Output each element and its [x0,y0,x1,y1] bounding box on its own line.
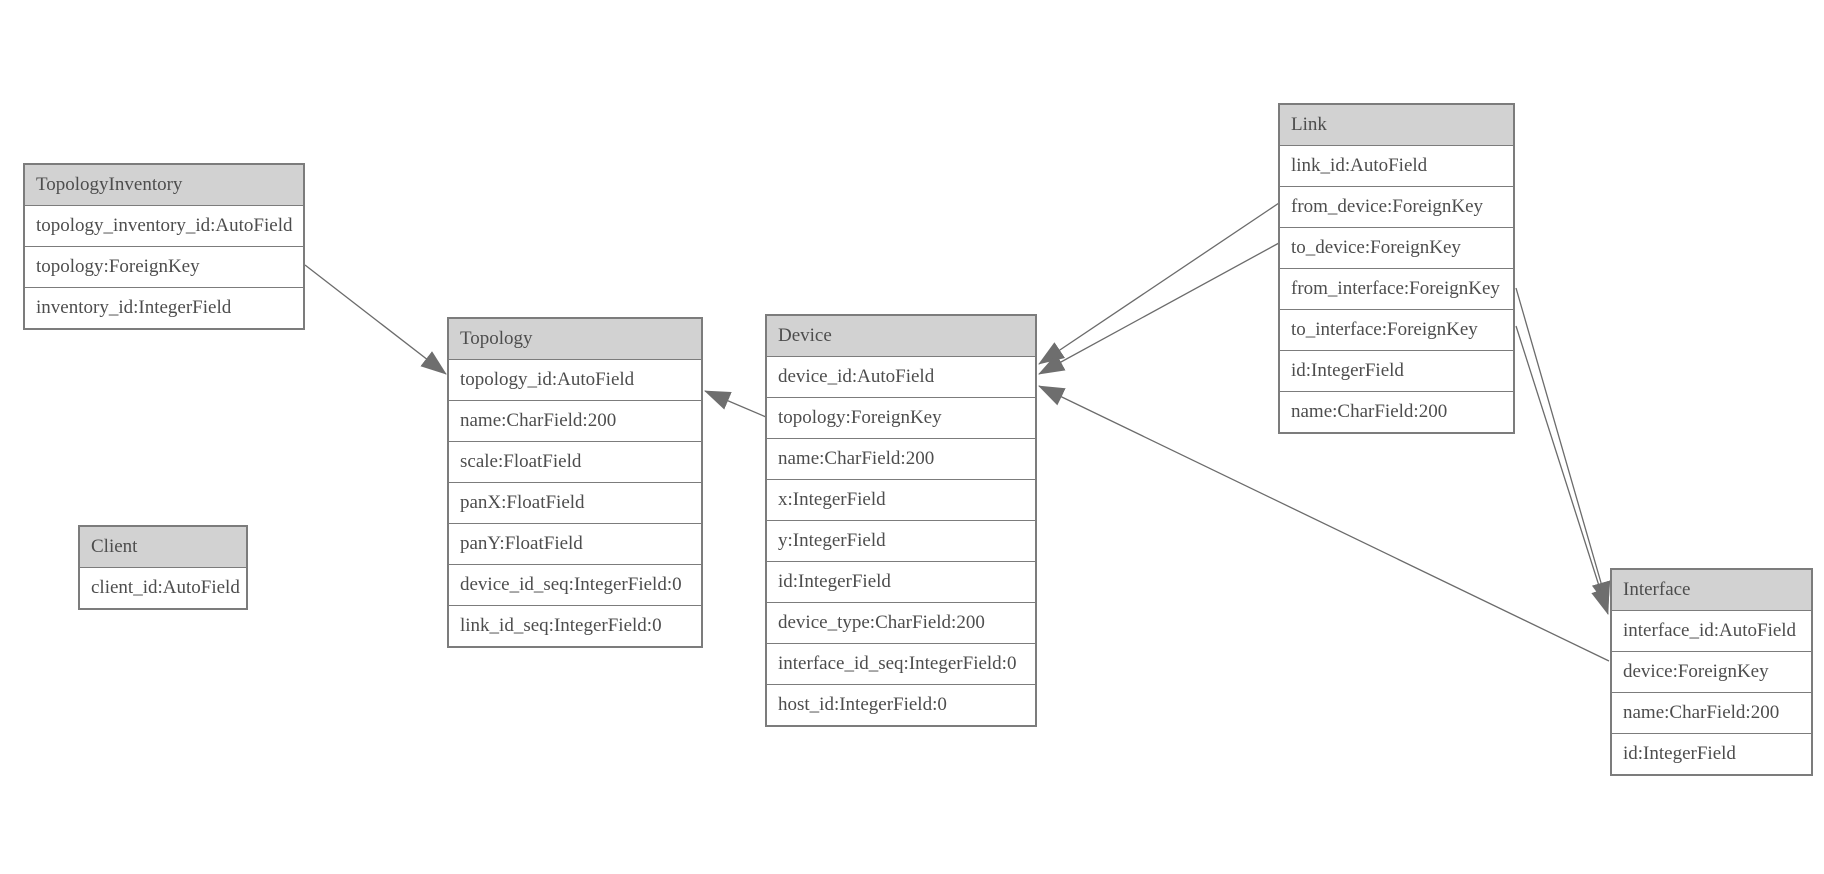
table-row: id:IntegerField [1280,350,1513,391]
edge-topologyinventory-topology-to-topology [304,264,447,375]
table-row: name:CharField:200 [767,438,1035,479]
table-title: Device [767,316,1035,356]
table-row: id:IntegerField [1612,733,1811,774]
table-row: name:CharField:200 [1280,391,1513,432]
table-title: Client [80,527,246,567]
table-row: link_id:AutoField [1280,145,1513,186]
table-row: topology_id:AutoField [449,359,701,400]
table-client: Client client_id:AutoField [78,525,248,610]
table-row: to_device:ForeignKey [1280,227,1513,268]
table-link: Link link_id:AutoField from_device:Forei… [1278,103,1515,434]
table-row: y:IntegerField [767,520,1035,561]
table-row: link_id_seq:IntegerField:0 [449,605,701,646]
table-row: name:CharField:200 [1612,692,1811,733]
table-row: device:ForeignKey [1612,651,1811,692]
edge-link-to_interface-to-interface [1515,325,1610,615]
table-row: inventory_id:IntegerField [25,287,303,328]
table-row: interface_id_seq:IntegerField:0 [767,643,1035,684]
table-title: Topology [449,319,701,359]
table-row: to_interface:ForeignKey [1280,309,1513,350]
table-topologyinventory: TopologyInventory topology_inventory_id:… [23,163,305,330]
table-row: topology:ForeignKey [25,246,303,287]
edge-device-topology-to-topology [704,390,767,418]
table-row: client_id:AutoField [80,567,246,608]
table-title: Interface [1612,570,1811,610]
table-row: device_type:CharField:200 [767,602,1035,643]
table-device: Device device_id:AutoField topology:Fore… [765,314,1037,727]
table-row: panY:FloatField [449,523,701,564]
table-row: device_id_seq:IntegerField:0 [449,564,701,605]
table-row: interface_id:AutoField [1612,610,1811,651]
table-row: x:IntegerField [767,479,1035,520]
table-row: topology_inventory_id:AutoField [25,205,303,246]
table-row: host_id:IntegerField:0 [767,684,1035,725]
table-row: from_interface:ForeignKey [1280,268,1513,309]
table-row: scale:FloatField [449,441,701,482]
table-row: device_id:AutoField [767,356,1035,397]
table-row: name:CharField:200 [449,400,701,441]
table-row: from_device:ForeignKey [1280,186,1513,227]
edge-link-from_interface-to-interface [1515,287,1611,608]
table-row: id:IntegerField [767,561,1035,602]
table-topology: Topology topology_id:AutoField name:Char… [447,317,703,648]
table-title: TopologyInventory [25,165,303,205]
table-interface: Interface interface_id:AutoField device:… [1610,568,1813,776]
edge-link-from_device-to-device [1038,202,1280,365]
table-row: panX:FloatField [449,482,701,523]
table-row: topology:ForeignKey [767,397,1035,438]
edge-link-to_device-to-device [1038,242,1280,375]
edge-interface-device-to-device [1038,385,1610,662]
table-title: Link [1280,105,1513,145]
